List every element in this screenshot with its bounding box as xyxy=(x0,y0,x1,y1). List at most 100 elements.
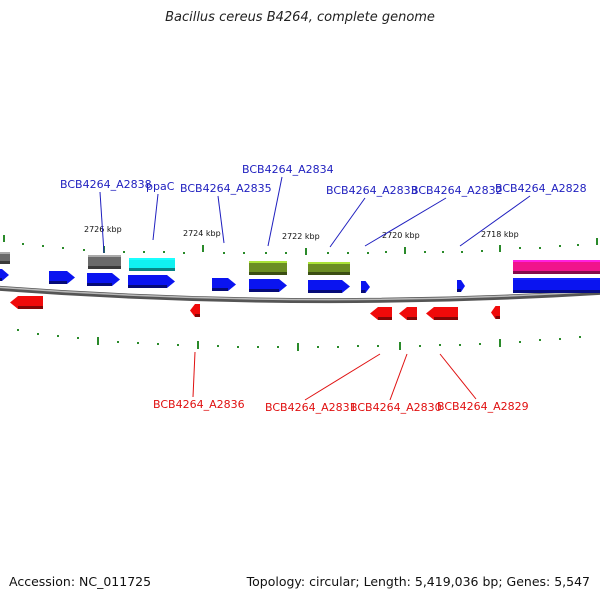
gene-arrow-red-3-shade xyxy=(407,317,417,320)
genome-summary-text: Topology: circular; Length: 5,419,036 bp… xyxy=(246,574,590,589)
tick-mark-upper-4 xyxy=(83,249,85,251)
gene-block-magenta xyxy=(513,260,600,271)
gene-block-olive-2-shade xyxy=(308,272,350,275)
tick-mark-upper-3 xyxy=(62,247,64,249)
tick-mark-lower-2 xyxy=(57,335,59,337)
tick-mark-upper-24 xyxy=(481,250,483,252)
gene-arrow-red-5 xyxy=(491,306,500,319)
tick-mark-lower-27 xyxy=(559,338,561,340)
reverse-label-leader xyxy=(389,353,408,401)
gene-arrow-red-5-shade xyxy=(495,316,500,319)
tick-label: 2718 kbp xyxy=(481,230,519,239)
gene-block-olive-2-highlight xyxy=(308,262,350,264)
tick-mark-upper-11 xyxy=(223,252,225,254)
tick-mark-upper-10 xyxy=(202,245,204,252)
backbone-highlight xyxy=(0,286,600,301)
tick-mark-upper-7 xyxy=(143,251,145,253)
reverse-gene-label: BCB4264_A2831 xyxy=(265,401,357,414)
gene-arrow-red-2-shade xyxy=(378,317,392,320)
tick-mark-upper-26 xyxy=(519,247,521,249)
gene-block-cyan xyxy=(129,258,175,268)
gene-arrow-red-0 xyxy=(10,296,43,309)
forward-label-leader xyxy=(99,191,105,254)
tick-mark-lower-25 xyxy=(519,341,521,343)
gene-arrow-blue-8-shade xyxy=(457,289,461,292)
tick-mark-upper-14 xyxy=(285,252,287,254)
reverse-gene-label: BCB4264_A2830 xyxy=(350,401,442,414)
tick-mark-upper-22 xyxy=(442,251,444,253)
forward-label-leader xyxy=(217,195,225,244)
reverse-gene-label: BCB4264_A2829 xyxy=(437,400,529,413)
forward-gene-label: BCB4264_A2835 xyxy=(180,182,272,195)
gene-arrow-blue-5 xyxy=(249,279,287,292)
forward-label-leader xyxy=(267,176,283,247)
gene-block-gray-left xyxy=(0,252,10,261)
tick-mark-upper-16 xyxy=(327,252,329,254)
tick-label: 2720 kbp xyxy=(382,231,420,240)
gene-arrow-red-1-shade xyxy=(195,314,200,317)
tick-label: 2722 kbp xyxy=(282,232,320,241)
tick-mark-lower-1 xyxy=(37,333,39,335)
reverse-label-leader xyxy=(439,353,477,400)
reverse-label-leader xyxy=(192,351,196,398)
gene-arrow-red-1 xyxy=(190,304,200,317)
forward-gene-label: BCB4264_A2838 xyxy=(60,178,152,191)
gene-block-blue-right-shade xyxy=(513,290,600,293)
gene-block-blue-right xyxy=(513,278,600,290)
tick-mark-lower-22 xyxy=(459,344,461,346)
gene-block-cyan-shade xyxy=(129,268,175,271)
tick-mark-upper-8 xyxy=(163,251,165,253)
forward-gene-label: BCB4264_A2828 xyxy=(495,182,587,195)
forward-label-leader xyxy=(329,197,366,248)
gene-arrow-blue-0 xyxy=(0,269,9,281)
gene-block-olive-1-highlight xyxy=(249,261,287,263)
tick-mark-lower-5 xyxy=(117,341,119,343)
tick-mark-lower-16 xyxy=(337,346,339,348)
tick-mark-upper-30 xyxy=(596,238,598,245)
tick-mark-lower-6 xyxy=(137,342,139,344)
gene-block-gray-shade xyxy=(88,266,121,269)
gene-block-gray-left-highlight xyxy=(0,252,10,254)
tick-mark-upper-12 xyxy=(243,252,245,254)
tick-mark-lower-0 xyxy=(17,329,19,331)
tick-mark-lower-17 xyxy=(357,345,359,347)
gene-arrow-blue-6-shade xyxy=(308,290,342,293)
tick-mark-upper-0 xyxy=(3,235,5,242)
tick-mark-lower-24 xyxy=(499,339,501,347)
forward-gene-label: BCB4264_A2832 xyxy=(411,184,503,197)
tick-mark-lower-21 xyxy=(439,344,441,346)
genome-title: Bacillus cereus B4264, complete genome xyxy=(165,10,435,25)
tick-mark-lower-7 xyxy=(157,343,159,345)
gene-arrow-red-2 xyxy=(370,307,392,320)
gene-arrow-blue-6 xyxy=(308,280,350,293)
gene-block-gray-highlight xyxy=(88,255,121,257)
gene-arrow-blue-5-shade xyxy=(249,289,279,292)
tick-mark-upper-18 xyxy=(367,252,369,254)
tick-mark-upper-29 xyxy=(577,244,579,246)
forward-gene-label: ppaC xyxy=(146,180,175,193)
tick-mark-upper-1 xyxy=(22,243,24,245)
tick-mark-upper-17 xyxy=(347,252,349,254)
gene-arrow-blue-1-shade xyxy=(49,281,67,284)
gene-arrow-red-4 xyxy=(426,307,458,320)
tick-mark-lower-15 xyxy=(317,346,319,348)
backbone-line xyxy=(0,285,600,304)
tick-mark-upper-19 xyxy=(385,251,387,253)
gene-arrow-red-0-shade xyxy=(18,306,43,309)
gene-block-olive-1 xyxy=(249,261,287,272)
tick-mark-lower-8 xyxy=(177,344,179,346)
tick-mark-lower-18 xyxy=(377,345,379,347)
reverse-label-leader xyxy=(304,353,381,401)
gene-arrow-blue-4-shade xyxy=(212,288,228,291)
tick-mark-lower-26 xyxy=(539,339,541,341)
tick-mark-upper-13 xyxy=(265,252,267,254)
tick-mark-upper-23 xyxy=(461,251,463,253)
gene-block-olive-1-shade xyxy=(249,272,287,275)
forward-label-leader xyxy=(152,193,159,241)
tick-mark-lower-11 xyxy=(237,346,239,348)
tick-mark-lower-10 xyxy=(217,345,219,347)
tick-mark-upper-15 xyxy=(305,248,307,255)
gene-block-cyan-highlight xyxy=(129,258,175,260)
gene-block-gray-left-shade xyxy=(0,261,10,264)
